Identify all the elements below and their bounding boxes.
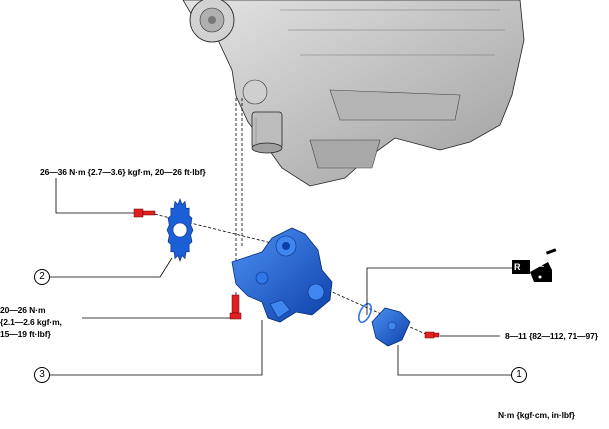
engine-block <box>182 0 525 187</box>
callout-1: 1 <box>511 367 527 383</box>
strainer-bolt <box>424 331 440 339</box>
torque-spec-pump-bolt-line1: 20—26 N·m <box>0 305 46 315</box>
callout-3: 3 <box>34 367 50 383</box>
replace-oil-symbol <box>512 248 557 282</box>
oil-pump-strainer <box>371 307 411 347</box>
oil-pump-body <box>231 227 333 323</box>
leader-lines <box>48 178 512 376</box>
oil-text: OIL <box>536 263 545 269</box>
torque-spec-strainer-bolt: 8—11 {82—112, 71—97} <box>505 331 598 341</box>
callout-2: 2 <box>34 269 50 285</box>
torque-spec-pump-bolt-line3: 15—19 ft·lbf} <box>0 329 51 339</box>
torque-spec-pump-bolt-line2: {2.1—2.6 kgf·m, <box>0 317 62 327</box>
o-ring <box>358 302 372 324</box>
units-note: N·m {kgf·cm, in·lbf} <box>498 410 575 420</box>
oil-filter <box>251 111 283 154</box>
sprocket-bolt <box>133 208 156 218</box>
oil-pump-sprocket <box>166 198 194 262</box>
pump-mounting-bolt <box>229 294 242 320</box>
torque-spec-sprocket-bolt: 26—36 N·m {2.7—3.6} kgf·m, 20—26 ft·lbf} <box>40 167 206 177</box>
replace-letter: R <box>514 262 521 272</box>
